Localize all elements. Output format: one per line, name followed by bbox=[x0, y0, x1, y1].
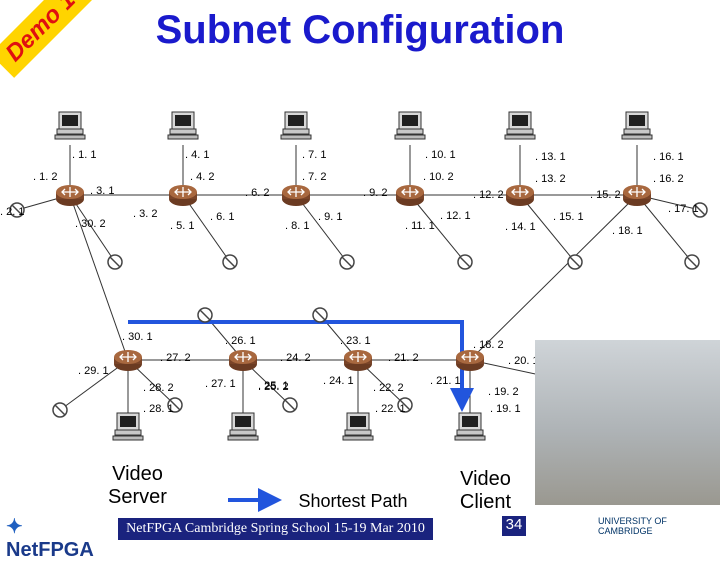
iface-label: . 19. 1 bbox=[490, 403, 521, 415]
router-icon bbox=[168, 184, 198, 207]
router-icon bbox=[395, 184, 425, 207]
pc-icon bbox=[167, 111, 199, 140]
iface-label: . 23. 1 bbox=[340, 335, 371, 347]
iface-label: . 25. 2 bbox=[258, 381, 289, 393]
router-icon bbox=[622, 184, 652, 207]
cambridge-logo: UNIVERSITY OF CAMBRIDGE bbox=[598, 516, 667, 536]
iface-label: . 27. 2 bbox=[160, 352, 191, 364]
interface-labels: . 1. 1 . 1. 2 . 2. 1 . 3. 1 . 3. 2 . 30.… bbox=[0, 149, 699, 415]
pc-icon bbox=[280, 111, 312, 140]
iface-label: . 1. 1 bbox=[72, 149, 96, 161]
blocked-port-icon bbox=[222, 254, 238, 270]
blocked-port-icon bbox=[312, 307, 328, 323]
iface-label: . 12. 2 bbox=[473, 189, 504, 201]
iface-label: . 30. 2 bbox=[75, 218, 106, 230]
page-title: Subnet Configuration bbox=[155, 8, 565, 52]
iface-label: . 21. 1 bbox=[430, 375, 461, 387]
iface-label: . 29. 1 bbox=[78, 365, 109, 377]
iface-label: . 25. 1 bbox=[258, 380, 289, 392]
iface-label: . 16. 2 bbox=[653, 173, 684, 185]
iface-label: . 28. 2 bbox=[143, 382, 174, 394]
iface-label: . 2. 1 bbox=[0, 206, 24, 218]
pc-icon bbox=[504, 111, 536, 140]
iface-label: . 20. 1 bbox=[508, 355, 539, 367]
iface-label: . 6. 1 bbox=[210, 211, 234, 223]
router-icon bbox=[228, 349, 258, 372]
iface-label: . 7. 2 bbox=[302, 171, 326, 183]
router-icon bbox=[505, 184, 535, 207]
netfpga-logo: ✦ NetFPGA bbox=[6, 514, 116, 561]
pc-icon bbox=[394, 111, 426, 140]
logo-text: NetFPGA bbox=[6, 539, 94, 561]
iface-label: . 12. 1 bbox=[440, 210, 471, 222]
pc-icon bbox=[621, 111, 653, 140]
iface-label: . 22. 1 bbox=[375, 403, 406, 415]
iface-label: . 13. 1 bbox=[535, 151, 566, 163]
iface-label: . 19. 2 bbox=[488, 386, 519, 398]
lab-photo bbox=[535, 340, 720, 505]
blocked-port-icon bbox=[52, 402, 68, 418]
blocked-port-icon bbox=[684, 254, 700, 270]
shortest-path-label: Shortest Path bbox=[298, 491, 408, 511]
footer-text: NetFPGA Cambridge Spring School 15-19 Ma… bbox=[118, 518, 433, 540]
iface-label: . 18. 1 bbox=[612, 225, 643, 237]
iface-label: . 6. 2 bbox=[245, 187, 269, 199]
blocked-port-icon bbox=[197, 307, 213, 323]
router-icon bbox=[455, 349, 485, 372]
iface-label: . 18. 2 bbox=[473, 339, 504, 351]
iface-label: . 9. 1 bbox=[318, 211, 342, 223]
iface-label: . 4. 1 bbox=[185, 149, 209, 161]
pc-icon bbox=[227, 412, 259, 441]
blocked-port-icon bbox=[107, 254, 123, 270]
video-server-pc-icon bbox=[112, 412, 144, 441]
iface-label: . 10. 2 bbox=[423, 171, 454, 183]
iface-label: . 15. 2 bbox=[590, 189, 621, 201]
iface-label: . 15. 1 bbox=[553, 211, 584, 223]
iface-label: . 9. 2 bbox=[363, 187, 387, 199]
iface-label: . 7. 1 bbox=[302, 149, 326, 161]
iface-label: . 4. 2 bbox=[190, 171, 214, 183]
iface-label: . 5. 1 bbox=[170, 220, 194, 232]
router-icon bbox=[113, 349, 143, 372]
pc-icon bbox=[54, 111, 86, 140]
iface-label: . 3. 2 bbox=[133, 208, 157, 220]
iface-label: . 26. 1 bbox=[225, 335, 256, 347]
iface-label: . 11. 1 bbox=[405, 220, 435, 232]
iface-label: . 16. 1 bbox=[653, 151, 684, 163]
router-icon bbox=[281, 184, 311, 207]
iface-label: . 30. 1 bbox=[122, 331, 153, 343]
iface-label: . 13. 2 bbox=[535, 173, 566, 185]
iface-label: . 28. 1 bbox=[143, 403, 174, 415]
network-diagram: . 1. 1 . 1. 2 . 2. 1 . 3. 1 . 3. 2 . 30.… bbox=[0, 111, 708, 512]
video-client-pc-icon bbox=[454, 412, 486, 441]
iface-label: . 27. 1 bbox=[205, 378, 236, 390]
blocked-port-icon bbox=[282, 397, 298, 413]
pc-icon bbox=[342, 412, 374, 441]
logo-mark-icon: ✦ bbox=[6, 516, 23, 538]
iface-label: . 21. 2 bbox=[388, 352, 419, 364]
iface-label: . 24. 1 bbox=[323, 375, 354, 387]
iface-label: . 3. 1 bbox=[90, 185, 114, 197]
iface-label: . 17. 1 bbox=[668, 203, 699, 215]
router-icon bbox=[343, 349, 373, 372]
blocked-port-icon bbox=[457, 254, 473, 270]
iface-label: . 1. 2 bbox=[33, 171, 57, 183]
page-number: 34 bbox=[502, 516, 526, 536]
video-server-label: Video Server bbox=[108, 463, 167, 508]
iface-label: . 8. 1 bbox=[285, 220, 309, 232]
blocked-port-icon bbox=[339, 254, 355, 270]
video-client-label: Video Client bbox=[459, 468, 512, 513]
iface-label: . 22. 2 bbox=[373, 382, 404, 394]
router-icon bbox=[55, 184, 85, 207]
iface-label: . 24. 2 bbox=[280, 352, 311, 364]
shortest-path-arrow bbox=[128, 320, 474, 412]
iface-label: . 14. 1 bbox=[505, 221, 536, 233]
blocked-port-icon bbox=[567, 254, 583, 270]
iface-label: . 10. 1 bbox=[425, 149, 456, 161]
